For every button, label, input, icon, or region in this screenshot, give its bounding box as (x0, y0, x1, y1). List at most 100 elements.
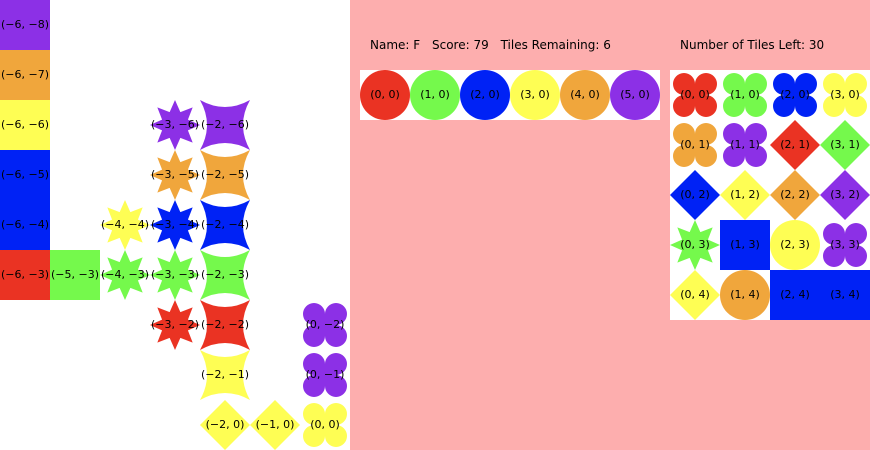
diamond-icon (250, 400, 300, 450)
board-tile-star4-blue[interactable]: (−2, −4) (200, 200, 250, 250)
player-hand[interactable]: (0, 0)(1, 0)(2, 0)(3, 0)(4, 0)(5, 0) (360, 70, 660, 120)
bag-tile-clover-purple[interactable]: (3, 3) (820, 220, 870, 270)
diamond-icon (770, 120, 820, 170)
board-tile-diamond-yellow[interactable]: (−1, 0) (250, 400, 300, 450)
starburst-icon (100, 200, 150, 250)
board-tile-starburst-red[interactable]: (−3, −2) (150, 300, 200, 350)
player-name: Name: F (370, 38, 421, 52)
bag-tile-square-blue[interactable]: (1, 3) (720, 220, 770, 270)
bag-tile-clover-yellow[interactable]: (3, 0) (820, 70, 870, 120)
bag-tile-square-blue[interactable]: (3, 4) (820, 270, 870, 320)
bag-tile-diamond-yellow[interactable]: (0, 4) (670, 270, 720, 320)
bag-tile-circle-yellow[interactable]: (2, 3) (770, 220, 820, 270)
bag-tile-diamond-purple[interactable]: (3, 2) (820, 170, 870, 220)
starburst-icon (150, 250, 200, 300)
star4-icon (200, 200, 250, 250)
clover-icon (773, 73, 817, 117)
diamond-icon (820, 170, 870, 220)
clover-icon (673, 123, 717, 167)
bag-tile-diamond-green[interactable]: (3, 1) (820, 120, 870, 170)
board-tile-square-blue[interactable]: (−6, −4) (0, 200, 50, 250)
hand-tile-circle-blue[interactable]: (2, 0) (460, 70, 510, 120)
starburst-icon (670, 220, 720, 270)
clover-icon (303, 303, 347, 347)
player-score: Score: 79 (432, 38, 489, 52)
bag-tile-clover-blue[interactable]: (2, 0) (770, 70, 820, 120)
board-tile-starburst-purple[interactable]: (−3, −6) (150, 100, 200, 150)
hand-tile-circle-purple[interactable]: (5, 0) (610, 70, 660, 120)
bag-tile-starburst-green[interactable]: (0, 3) (670, 220, 720, 270)
star4-icon (200, 300, 250, 350)
square-icon (0, 0, 50, 50)
board-tile-starburst-blue[interactable]: (−3, −4) (150, 200, 200, 250)
board-tile-star4-purple[interactable]: (−2, −6) (200, 100, 250, 150)
board-tile-square-orange[interactable]: (−6, −7) (0, 50, 50, 100)
starburst-icon (150, 100, 200, 150)
hand-tile-circle-red[interactable]: (0, 0) (360, 70, 410, 120)
bag-tile-diamond-yellow[interactable]: (1, 2) (720, 170, 770, 220)
board-tile-clover-yellow[interactable]: (0, 0) (300, 400, 350, 450)
star4-icon (200, 100, 250, 150)
bag-tile-diamond-orange[interactable]: (2, 2) (770, 170, 820, 220)
board-tile-star4-green[interactable]: (−2, −3) (200, 250, 250, 300)
diamond-icon (200, 400, 250, 450)
square-icon (0, 150, 50, 200)
board-tile-square-yellow[interactable]: (−6, −6) (0, 100, 50, 150)
square-icon (720, 220, 770, 270)
tiles-remaining: Tiles Remaining: 6 (500, 38, 611, 52)
starburst-icon (150, 300, 200, 350)
bag-tile-circle-orange[interactable]: (1, 4) (720, 270, 770, 320)
hand-tile-circle-orange[interactable]: (4, 0) (560, 70, 610, 120)
circle-icon (610, 70, 660, 120)
clover-icon (303, 403, 347, 447)
board-tile-starburst-green[interactable]: (−4, −3) (100, 250, 150, 300)
bag-tile-clover-green[interactable]: (1, 0) (720, 70, 770, 120)
diamond-icon (820, 120, 870, 170)
square-icon (0, 50, 50, 100)
board-tile-starburst-yellow[interactable]: (−4, −4) (100, 200, 150, 250)
board-tile-square-blue[interactable]: (−6, −5) (0, 150, 50, 200)
board-tile-star4-red[interactable]: (−2, −2) (200, 300, 250, 350)
clover-icon (303, 353, 347, 397)
starburst-icon (150, 200, 200, 250)
square-icon (0, 200, 50, 250)
diamond-icon (670, 170, 720, 220)
clover-icon (673, 73, 717, 117)
hand-tile-circle-green[interactable]: (1, 0) (410, 70, 460, 120)
board-tile-star4-yellow[interactable]: (−2, −1) (200, 350, 250, 400)
square-icon (0, 100, 50, 150)
square-icon (820, 270, 870, 320)
bag-tile-clover-orange[interactable]: (0, 1) (670, 120, 720, 170)
star4-icon (200, 150, 250, 200)
starburst-icon (150, 150, 200, 200)
tiles-left-count: Number of Tiles Left: 30 (680, 38, 825, 52)
board-tile-starburst-orange[interactable]: (−3, −5) (150, 150, 200, 200)
clover-icon (823, 223, 867, 267)
tile-bag[interactable]: (0, 0)(1, 0)(2, 0)(3, 0)(0, 1)(1, 1)(2, … (670, 70, 870, 320)
diamond-icon (770, 170, 820, 220)
circle-icon (510, 70, 560, 120)
board-tile-square-green[interactable]: (−5, −3) (50, 250, 100, 300)
circle-icon (560, 70, 610, 120)
board-tile-diamond-yellow[interactable]: (−2, 0) (200, 400, 250, 450)
circle-icon (460, 70, 510, 120)
board-tile-square-purple[interactable]: (−6, −8) (0, 0, 50, 50)
board-tile-star4-orange[interactable]: (−2, −5) (200, 150, 250, 200)
bag-tile-square-blue[interactable]: (2, 4) (770, 270, 820, 320)
circle-icon (360, 70, 410, 120)
hand-tile-circle-yellow[interactable]: (3, 0) (510, 70, 560, 120)
circle-icon (770, 220, 820, 270)
bag-tile-clover-red[interactable]: (0, 0) (670, 70, 720, 120)
bag-tile-diamond-blue[interactable]: (0, 2) (670, 170, 720, 220)
bag-tile-diamond-red[interactable]: (2, 1) (770, 120, 820, 170)
bag-tile-clover-purple[interactable]: (1, 1) (720, 120, 770, 170)
square-icon (50, 250, 100, 300)
board-tile-square-red[interactable]: (−6, −3) (0, 250, 50, 300)
circle-icon (410, 70, 460, 120)
board-tile-starburst-green[interactable]: (−3, −3) (150, 250, 200, 300)
game-board[interactable]: (−6, −8)(−6, −7)(−6, −6)(−6, −5)(−6, −4)… (0, 0, 350, 450)
board-tile-clover-purple[interactable]: (0, −2) (300, 300, 350, 350)
starburst-icon (100, 250, 150, 300)
clover-icon (823, 73, 867, 117)
board-tile-clover-purple[interactable]: (0, −1) (300, 350, 350, 400)
